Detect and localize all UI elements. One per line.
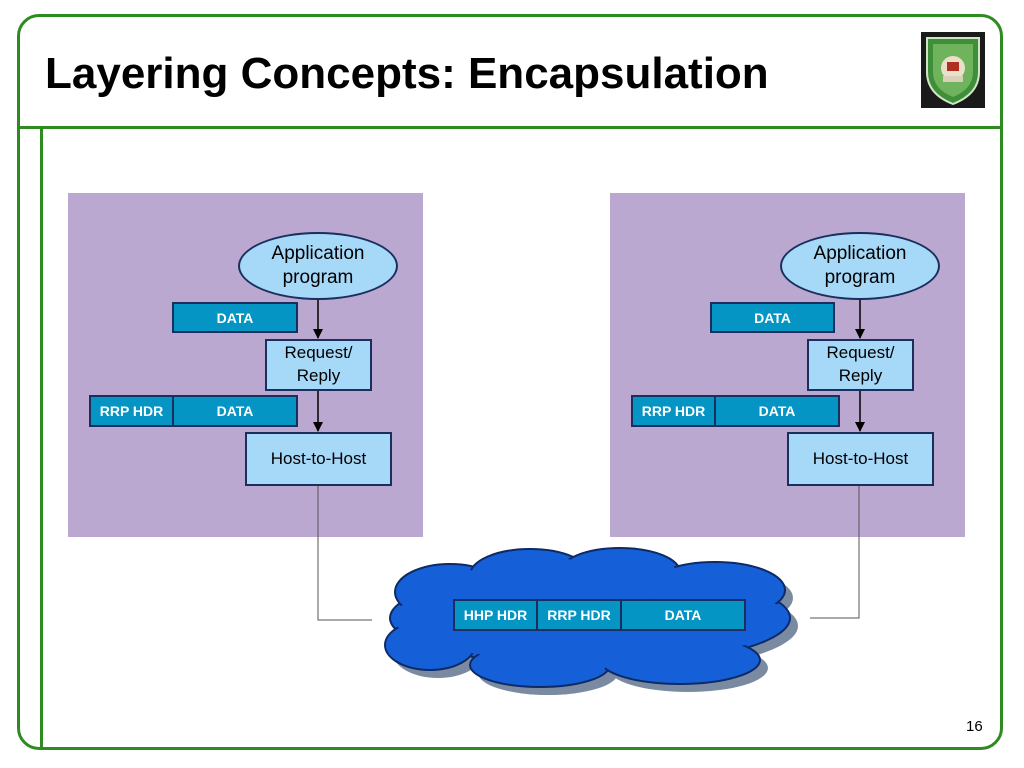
university-seal-icon [921,32,985,108]
application-program-label: Application program [271,243,365,288]
page-number: 16 [966,718,983,735]
hhp-header-cell: HHP HDR [453,599,538,631]
link-left-to-network [317,486,372,621]
application-program-right: Application program [780,232,940,300]
rrp-header-cell-network: RRP HDR [536,599,622,631]
left-accent-rule [40,126,43,748]
data-cell-rrp-right: DATA [714,395,840,427]
request-reply-layer-right: Request/ Reply [807,339,914,391]
data-cell-network: DATA [620,599,746,631]
host-to-host-layer-right: Host-to-Host [787,432,934,486]
link-right-to-network [810,486,860,619]
application-program-left: Application program [238,232,398,300]
data-cell-rrp-left: DATA [172,395,298,427]
host-to-host-label: Host-to-Host [812,448,909,468]
title-divider [17,126,1003,129]
data-cell-app-right: DATA [710,302,835,333]
slide-frame [17,14,1003,750]
rrp-header-cell-right: RRP HDR [631,395,716,427]
rrp-header-cell-left: RRP HDR [89,395,174,427]
request-reply-layer-left: Request/ Reply [265,339,372,391]
slide-title: Layering Concepts: Encapsulation [45,49,769,98]
application-program-label: Application program [813,243,907,288]
request-reply-label: Request/ Reply [284,343,353,385]
host-to-host-label: Host-to-Host [270,448,367,468]
data-cell-app-left: DATA [172,302,298,333]
host-to-host-layer-left: Host-to-Host [245,432,392,486]
request-reply-label: Request/ Reply [826,343,895,385]
